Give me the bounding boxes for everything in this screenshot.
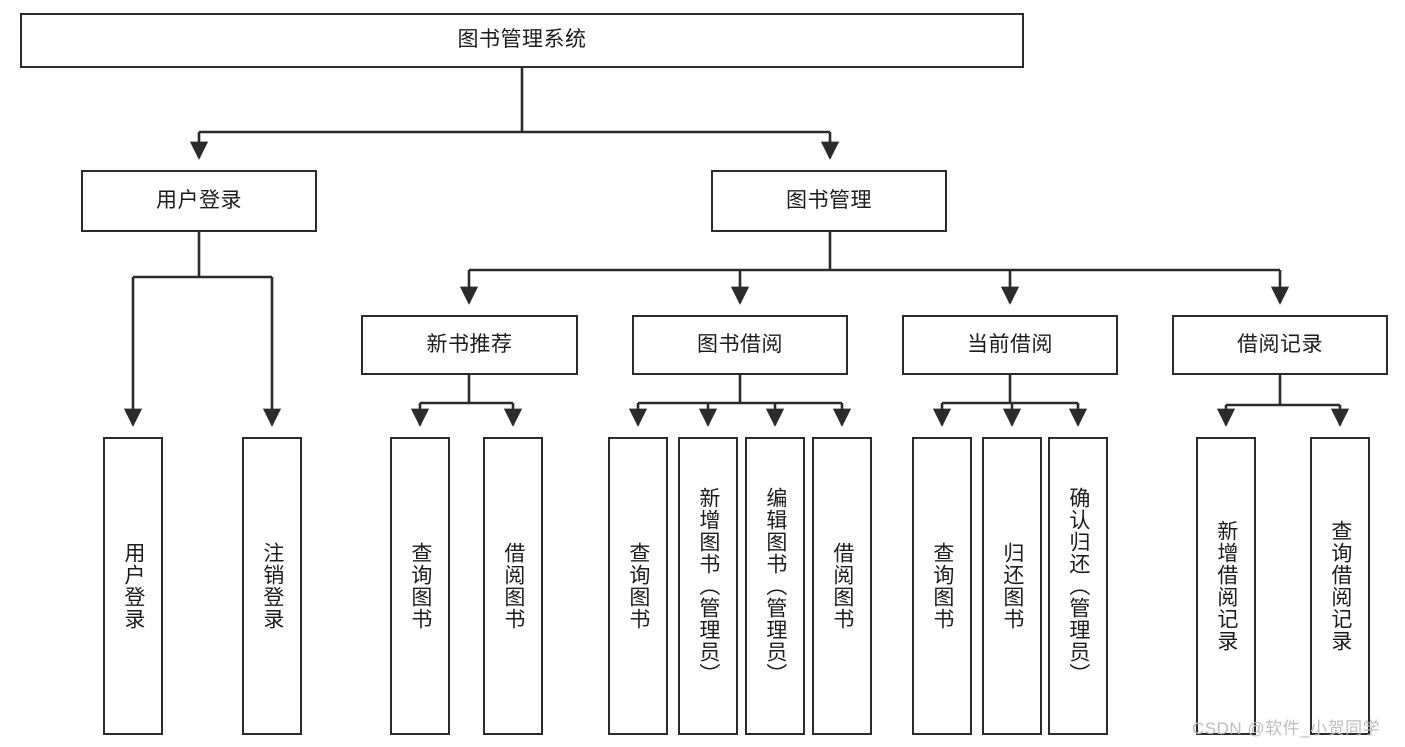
node-leaf-edit-book-admin-label: 编辑图书（管理员） <box>763 487 787 685</box>
node-leaf-user-login[interactable]: 用户登录 <box>103 437 163 735</box>
node-leaf-borrow-book-recommend-label: 借阅图书 <box>501 542 525 630</box>
node-new-book-recommend-label: 新书推荐 <box>426 332 513 356</box>
node-book-manage[interactable]: 图书管理 <box>711 170 947 232</box>
node-current-borrow[interactable]: 当前借阅 <box>902 315 1118 375</box>
node-leaf-query-book-current[interactable]: 查询图书 <box>912 437 972 735</box>
node-leaf-return-book-label: 归还图书 <box>1000 542 1024 630</box>
node-leaf-add-borrow-record[interactable]: 新增借阅记录 <box>1196 437 1256 735</box>
node-leaf-query-book-borrow-label: 查询图书 <box>626 542 650 630</box>
node-leaf-borrow-book-label: 借阅图书 <box>830 542 854 630</box>
node-leaf-logout-login[interactable]: 注销登录 <box>242 437 302 735</box>
csdn-watermark: CSDN @软件_小贺同学 <box>1192 719 1381 738</box>
node-book-borrow[interactable]: 图书借阅 <box>632 315 848 375</box>
node-leaf-query-borrow-record[interactable]: 查询借阅记录 <box>1310 437 1370 735</box>
node-leaf-return-book[interactable]: 归还图书 <box>982 437 1042 735</box>
node-root[interactable]: 图书管理系统 <box>20 13 1024 68</box>
node-user-login[interactable]: 用户登录 <box>81 170 317 232</box>
node-borrow-record-label: 借阅记录 <box>1237 332 1323 356</box>
node-new-book-recommend[interactable]: 新书推荐 <box>361 315 578 375</box>
node-book-borrow-label: 图书借阅 <box>697 332 783 356</box>
node-leaf-query-book-recommend[interactable]: 查询图书 <box>390 437 450 735</box>
node-user-login-label: 用户登录 <box>156 188 242 212</box>
node-root-label: 图书管理系统 <box>457 28 587 52</box>
node-leaf-confirm-return-admin[interactable]: 确认归还（管理员） <box>1048 437 1108 735</box>
node-leaf-query-book-current-label: 查询图书 <box>930 542 954 630</box>
node-leaf-query-borrow-record-label: 查询借阅记录 <box>1328 520 1352 652</box>
node-book-manage-label: 图书管理 <box>786 188 872 212</box>
node-leaf-borrow-book-recommend[interactable]: 借阅图书 <box>483 437 543 735</box>
node-leaf-add-book-admin[interactable]: 新增图书（管理员） <box>678 437 738 735</box>
node-leaf-confirm-return-admin-label: 确认归还（管理员） <box>1066 487 1090 685</box>
node-leaf-add-book-admin-label: 新增图书（管理员） <box>696 487 720 685</box>
node-leaf-logout-login-label: 注销登录 <box>260 542 284 630</box>
node-leaf-query-book-borrow[interactable]: 查询图书 <box>608 437 668 735</box>
node-leaf-edit-book-admin[interactable]: 编辑图书（管理员） <box>745 437 805 735</box>
node-leaf-query-book-recommend-label: 查询图书 <box>408 542 432 630</box>
node-current-borrow-label: 当前借阅 <box>967 332 1053 356</box>
node-leaf-borrow-book[interactable]: 借阅图书 <box>812 437 872 735</box>
node-leaf-add-borrow-record-label: 新增借阅记录 <box>1214 520 1238 652</box>
node-leaf-user-login-label: 用户登录 <box>121 542 145 630</box>
node-borrow-record[interactable]: 借阅记录 <box>1172 315 1388 375</box>
